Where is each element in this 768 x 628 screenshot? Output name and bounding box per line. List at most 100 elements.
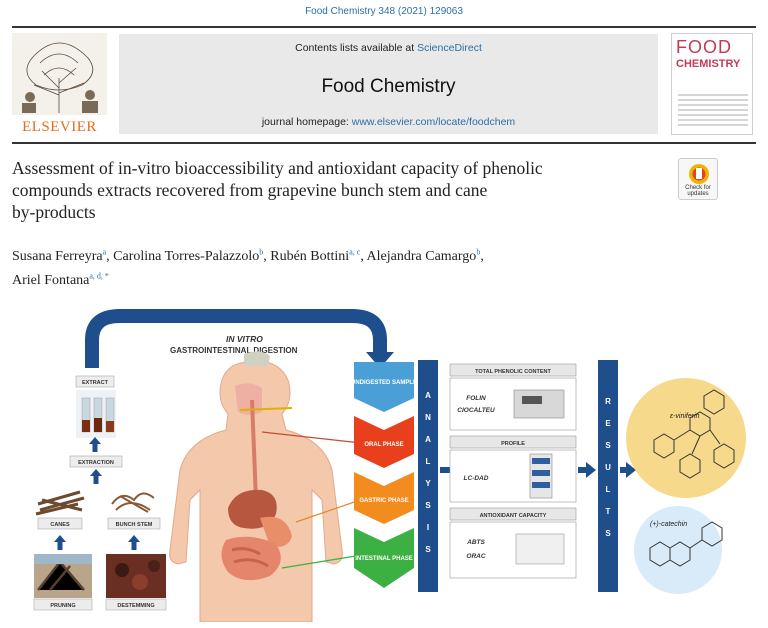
method-folin: FOLIN (466, 395, 486, 402)
extraction-label: EXTRACTION (78, 460, 114, 466)
analysis-box-antioxidant: ANTIOXIDANT CAPACITY ABTS ORAC (449, 507, 577, 579)
author-name: Carolina Torres-Palazzolo (113, 248, 260, 264)
author-separator: , (480, 248, 484, 264)
author-name: Rubén Bottini (270, 248, 350, 264)
pruning-photo (34, 554, 92, 598)
results-letter: U (605, 463, 611, 472)
phase-oral: ORAL PHASE (354, 416, 414, 468)
viniferin-label: ε-viniferin (670, 413, 700, 420)
author-4[interactable]: Alejandra Camargob, (366, 247, 484, 264)
homepage-line: journal homepage: www.elsevier.com/locat… (119, 116, 658, 128)
author-affiliation[interactable]: b (476, 247, 481, 256)
viniferin-structure: ε-viniferin (626, 378, 746, 498)
author-3[interactable]: Rubén Bottinia, c, (270, 247, 367, 264)
extract-label: EXTRACT (82, 380, 109, 386)
cover-title-food: FOOD (676, 37, 732, 57)
analysis-letter: L (426, 457, 431, 466)
author-1[interactable]: Susana Ferreyraa, (12, 247, 114, 264)
author-separator: , (263, 248, 271, 264)
results-letter: S (605, 529, 611, 538)
author-affiliation[interactable]: a, c (349, 247, 361, 256)
canes-label-box (37, 517, 83, 530)
analysis-letter: S (425, 501, 431, 510)
author-affiliation[interactable]: a (102, 247, 107, 256)
cover-title-chemistry: CHEMISTRY (676, 58, 741, 70)
phase-gastric-label: GASTRIC PHASE (359, 498, 408, 504)
arc-label-gi-digestion: GASTROINTESTINAL DIGESTION (170, 346, 298, 355)
analysis-header-tpc: TOTAL PHENOLIC CONTENT (475, 369, 551, 375)
method-abts: ABTS (466, 539, 485, 546)
analysis-header-antioxidant: ANTIOXIDANT CAPACITY (480, 513, 547, 519)
article-title: Assessment of in-vitro bioaccessibility … (12, 157, 652, 223)
graphical-abstract: IN VITRO GASTROINTESTINAL DIGESTION EXTR… (33, 309, 746, 622)
hplc-instrument-icon (529, 453, 553, 499)
check-for-updates-badge[interactable]: Check for updates (678, 158, 718, 200)
homepage-prefix: journal homepage: (261, 116, 352, 128)
author-list: Susana Ferreyraa, Carolina Torres-Palazz… (12, 242, 652, 291)
extract-arrowhead (89, 437, 101, 444)
author-separator: , (360, 248, 367, 264)
article-title-line-1: Assessment of in-vitro bioaccessibility … (12, 158, 543, 178)
contents-line: Contents lists available at ScienceDirec… (119, 42, 658, 54)
oral-pointer-line (261, 431, 371, 445)
method-ciocalteu: CIOCALTEU (457, 407, 495, 414)
catechin-label: (+)-catechin (650, 521, 687, 528)
phase-gastric: GASTRIC PHASE (354, 472, 414, 524)
journal-cover[interactable]: FOOD CHEMISTRY (671, 33, 753, 135)
results-letter: T (606, 507, 611, 516)
phase-intestinal-label: INTESTINAL PHASE (355, 556, 413, 562)
top-rule (12, 26, 756, 28)
contents-prefix: Contents lists available at (295, 42, 418, 54)
article-title-line-3: by-products (12, 202, 96, 222)
canes-image (35, 490, 85, 516)
author-2[interactable]: Carolina Torres-Palazzolob, (113, 247, 271, 264)
extract-label-box (75, 375, 115, 388)
intestinal-pointer-line (281, 553, 369, 569)
results-to-compounds-arrowhead (626, 462, 636, 478)
analysis-box-profile: PROFILE LC-DAD (449, 435, 577, 503)
analysis-letter: S (425, 545, 431, 554)
author-name: Susana Ferreyra (12, 248, 103, 264)
canes-label: CANES (50, 522, 70, 528)
extraction-arrowhead (90, 469, 102, 476)
header-rule (12, 142, 756, 144)
author-name: Ariel Fontana (12, 273, 90, 289)
phase-undigested: UNDIGESTED SAMPLE (351, 362, 417, 412)
catechin-structure: (+)-catechin (634, 506, 723, 594)
publisher-name: ELSEVIER (22, 119, 97, 135)
bunch-stem-label: BUNCH STEM (116, 522, 153, 528)
phase-oral-label: ORAL PHASE (364, 442, 403, 448)
method-lc-dad: LC-DAD (464, 475, 489, 482)
journal-header-box: Contents lists available at ScienceDirec… (119, 34, 658, 134)
destemming-arrowhead (128, 535, 140, 542)
author-affiliation[interactable]: b (259, 247, 264, 256)
results-bar (598, 360, 618, 592)
check-for-updates-icon (689, 164, 709, 184)
extract-vials-image (76, 390, 116, 438)
analysis-letter: A (425, 391, 431, 400)
analysis-letter: Y (425, 479, 431, 488)
author-separator: , (106, 248, 114, 264)
author-5[interactable]: Ariel Fontanaa, d, * (12, 271, 109, 289)
phase-intestinal: INTESTINAL PHASE (354, 528, 414, 588)
arc-label-in-vitro: IN VITRO (226, 334, 263, 344)
sciencedirect-link[interactable]: ScienceDirect (417, 42, 482, 54)
journal-homepage-link[interactable]: www.elsevier.com/locate/foodchem (351, 116, 516, 128)
journal-title: Food Chemistry (321, 76, 456, 97)
bunch-stem-image (111, 492, 155, 513)
analysis-letters: A N A L Y S I S (425, 391, 431, 554)
extraction-label-box (69, 455, 123, 468)
analysis-letter: I (427, 523, 429, 532)
results-letter: S (605, 441, 611, 450)
digestion-arc-arrow (85, 309, 387, 368)
analysis-letter: N (425, 413, 431, 422)
pruning-arrowhead (54, 535, 66, 542)
elsevier-tree-logo (12, 33, 107, 115)
results-letter: L (606, 485, 611, 494)
plate-reader-icon (515, 533, 565, 565)
author-affiliation[interactable]: a, d, * (89, 271, 109, 281)
journal-citation[interactable]: Food Chemistry 348 (2021) 129063 (305, 6, 463, 17)
method-orac: ORAC (466, 553, 485, 560)
author-name: Alejandra Camargo (366, 248, 477, 264)
pruning-label: PRUNING (50, 603, 75, 609)
